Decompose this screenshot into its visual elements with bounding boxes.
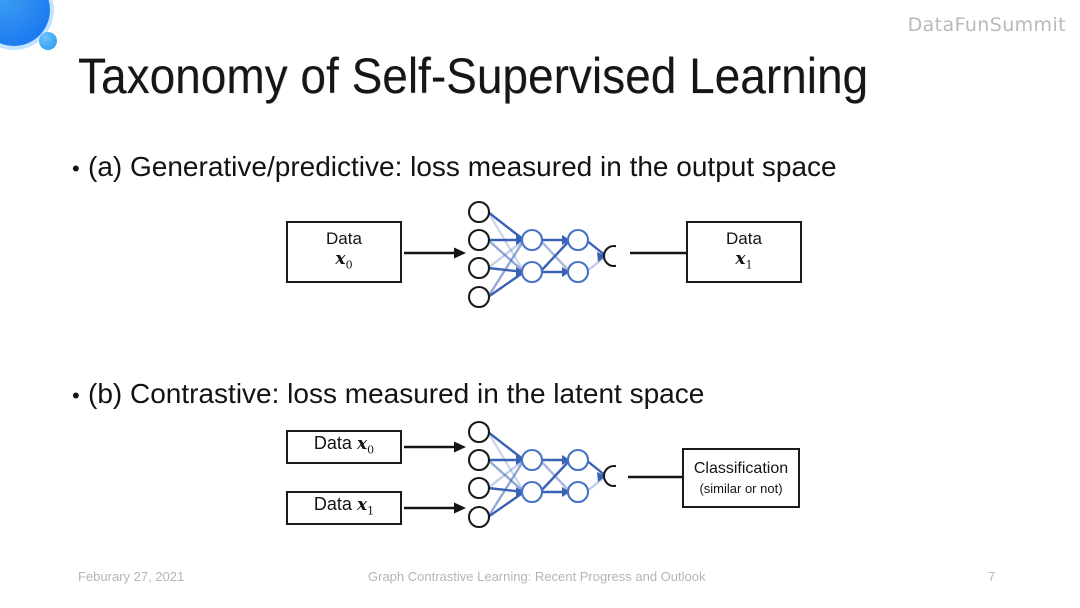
logo-small-circle-icon (39, 32, 57, 50)
bullet-marker-icon: • (72, 156, 80, 181)
diagram-b-output-title: Classification (693, 459, 789, 477)
diagram-contrastive: Data x0 Data x1 (270, 413, 810, 543)
bullet-text-a: (a) Generative/predictive: loss measured… (88, 151, 837, 182)
page-title: Taxonomy of Self-Supervised Learning (78, 48, 869, 104)
diagram-b-input-bottom-label: Data x1 (313, 494, 375, 518)
diagram-a-output-label: Data (726, 229, 762, 249)
diagram-a-input-box: Data x0 (286, 221, 402, 283)
logo-big-circle-icon (0, 0, 50, 46)
diagram-a-output-var: x1 (735, 249, 753, 272)
diagram-b-neural-network (467, 420, 616, 529)
bullet-text-b: (b) Contrastive: loss measured in the la… (88, 378, 705, 409)
diagram-b-output-box: Classification (similar or not) (682, 448, 800, 508)
diagram-b-input-top-label: Data x0 (313, 433, 375, 457)
bullet-item-b: • (b) Contrastive: loss measured in the … (72, 377, 704, 413)
footer: Feburary 27, 2021 Graph Contrastive Lear… (0, 569, 1080, 591)
diagram-a-neural-network (467, 200, 616, 309)
brand-label: DataFunSummit (907, 14, 1066, 36)
diagram-a-output-box: Data x1 (686, 221, 802, 283)
diagram-b-output-subtitle: (similar or not) (699, 480, 783, 496)
diagram-a-input-var: x0 (335, 249, 353, 272)
diagram-a-arrow-in (404, 247, 466, 259)
footer-page-number: 7 (988, 569, 996, 584)
diagram-b-input-box-top: Data x0 (286, 430, 402, 464)
bullet-marker-icon-b: • (72, 383, 80, 408)
diagram-b-arrow-in-bottom (404, 502, 466, 514)
footer-deck-title: Graph Contrastive Learning: Recent Progr… (368, 569, 706, 584)
diagram-b-arrow-in-top (404, 441, 466, 453)
diagram-a-input-label: Data (326, 229, 362, 249)
footer-date: Feburary 27, 2021 (78, 569, 185, 584)
datafun-logo (0, 0, 88, 64)
diagram-b-input-box-bottom: Data x1 (286, 491, 402, 525)
diagram-generative-predictive: Data x0 (270, 193, 810, 323)
bullet-item-a: • (a) Generative/predictive: loss measur… (72, 150, 837, 186)
